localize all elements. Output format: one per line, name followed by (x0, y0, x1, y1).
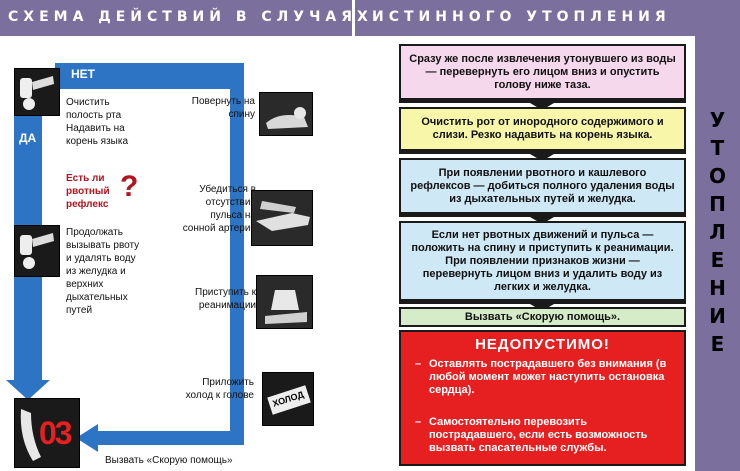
side-title-letter: Л (709, 220, 726, 244)
question-mark: ? (120, 170, 139, 203)
step-continue-vomit: Продолжать вызывать рвоту и удалять воду… (66, 227, 140, 316)
warning-item-text: Оставлять пострадавшего без внимания (в … (429, 358, 667, 396)
flow-arrowhead-left (6, 380, 50, 400)
header-divider (352, 0, 355, 36)
step-arrow-2 (530, 154, 554, 161)
warning-title: НЕДОПУСТИМО! (475, 336, 610, 353)
no-label: НЕТ (71, 67, 95, 81)
side-title-letter: Е (710, 248, 725, 272)
side-title-letter: О (708, 164, 726, 188)
side-title-letter: И (709, 304, 726, 328)
flow-arrowhead-bottom (76, 424, 98, 452)
flow-arrow-right-vertical (230, 63, 244, 445)
step-arrow-3 (530, 217, 554, 224)
step-clear-mouth: Очистить полость рта Надавить на корень … (66, 97, 129, 147)
step-separator-3 (399, 213, 686, 217)
side-title-letter: П (709, 192, 726, 216)
phone-number: 03 (39, 415, 73, 451)
side-title-letter: Е (710, 332, 725, 356)
flow-arrow-bottom (96, 431, 244, 445)
step-check-pulse: Убедиться в отсутствии пульса на сонной … (182, 184, 256, 234)
vomit-induce-icon (14, 225, 60, 277)
cold-icon: ХОЛОД (262, 372, 314, 426)
side-title-letter: Т (710, 136, 725, 160)
turn-back-photo (259, 92, 313, 136)
warning-item-1: – Оставлять пострадавшего без внимания (… (415, 358, 675, 397)
header-title-left: СХЕМА ДЕЙСТВИЙ В СЛУЧАЯХ (8, 9, 373, 25)
check-pulse-photo (251, 190, 313, 246)
step-call-ambulance: Вызвать «Скорую помощь» (105, 455, 233, 466)
reflex-question: Есть ли рвотный рефлекс (66, 173, 110, 210)
phone-icon: 03 (14, 398, 80, 468)
step-box-4: Если нет рвотных движений и пульса — пол… (399, 221, 686, 301)
header-title-right: ИСТИННОГО УТОПЛЕНИЯ (372, 9, 671, 25)
flow-arrow-top (55, 63, 242, 89)
step-separator-2 (399, 150, 686, 154)
warning-item-dash: – (415, 416, 422, 428)
tongue-press-icon (14, 68, 60, 116)
side-title-letter: Н (709, 276, 726, 300)
step-box-1: Сразу же после извлечения утонувшего из … (399, 44, 686, 100)
warning-item-text: Самостоятельно перевозить пострадавшего,… (429, 416, 648, 454)
warning-item-dash: – (415, 358, 422, 370)
warning-item-2: – Самостоятельно перевозить пострадавшег… (415, 416, 675, 455)
step-resuscitation: Приступить к реанимации (195, 287, 256, 311)
step-box-2: Очистить рот от инородного содержимого и… (399, 107, 686, 151)
step-turn-back: Повернуть на спину (191, 96, 255, 120)
yes-label: ДА (19, 131, 37, 145)
header-bar: СХЕМА ДЕЙСТВИЙ В СЛУЧАЯХ ИСТИННОГО УТОПЛ… (0, 0, 740, 36)
step-separator-1 (399, 99, 686, 103)
side-title-letter: У (709, 108, 726, 132)
step-separator-4 (399, 300, 686, 304)
step-box-5: Вызвать «Скорую помощь». (399, 307, 686, 327)
warning-box: НЕДОПУСТИМО! – Оставлять пострадавшего б… (399, 330, 686, 466)
step-arrow-1 (530, 103, 554, 110)
step-box-3: При появлении рвотного и кашлевого рефле… (399, 158, 686, 214)
step-cold: Приложить холод к голове (185, 377, 254, 401)
resuscitation-photo (256, 275, 313, 329)
